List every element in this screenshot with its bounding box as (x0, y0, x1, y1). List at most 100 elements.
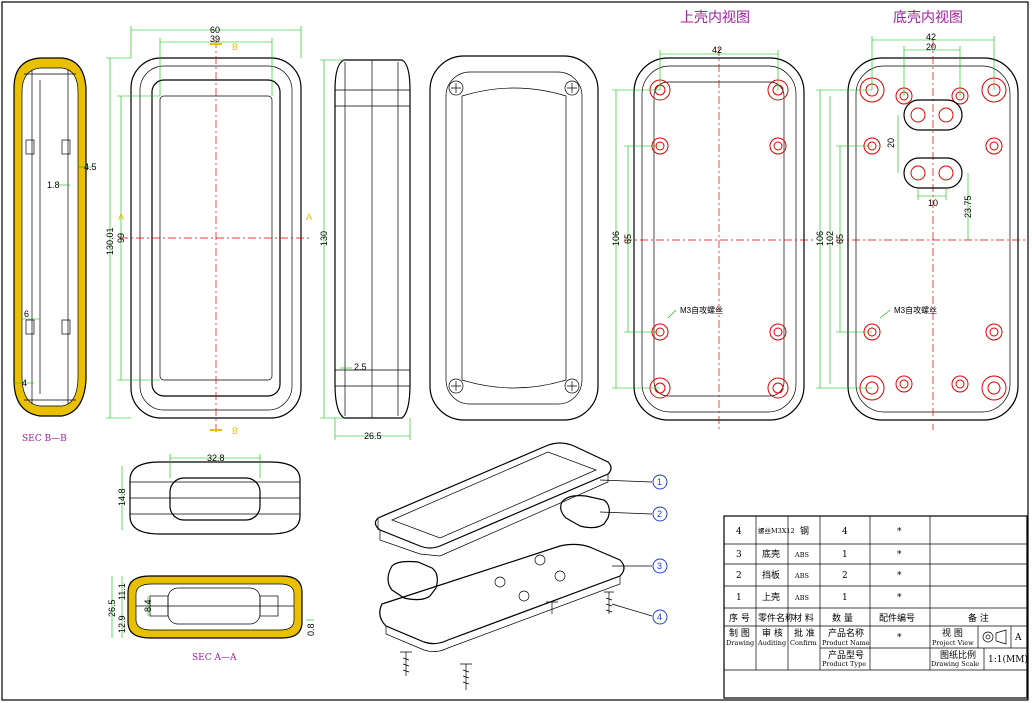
header-drawing-no: 配件编号 (879, 612, 915, 624)
auditing-label: 审 核 (762, 627, 783, 639)
svg-text:上壳: 上壳 (762, 591, 780, 603)
callout-3: 3 (652, 558, 668, 574)
section-mark-a-left: A (118, 212, 124, 222)
section-mark-a-right: A (306, 212, 312, 222)
svg-text:4: 4 (736, 527, 742, 537)
confirm-label-en: Confirm (790, 639, 817, 647)
svg-text:1: 1 (736, 593, 742, 603)
dim-bottom-20-vertical: 20 (886, 138, 896, 148)
top-screw-note: M3自攻螺丝 (680, 305, 723, 315)
dim-aa-11-1: 11.1 (117, 583, 127, 600)
section-mark-b-bottom: B (232, 426, 238, 436)
side-view: 130 26.5 2.5 (319, 59, 411, 441)
view-label-en: Project View (932, 639, 974, 647)
section-a-a-label: SEC A—A (192, 653, 237, 663)
dim-4-5: 4.5 (84, 162, 97, 172)
dim-39: 39 (210, 34, 220, 44)
drawing-label: 制 图 (729, 627, 750, 639)
bottom-shell-inner-view: 42 20 20 10 23.75 106 102 65 M3自攻螺丝 (815, 32, 1026, 430)
dim-2-5: 2.5 (354, 362, 367, 372)
bottom-inner-view-title: 底壳内视图 (893, 9, 963, 26)
header-name: 零件名称 (758, 612, 794, 624)
svg-text:*: * (897, 527, 902, 537)
dim-bottom-23-75: 23.75 (963, 195, 973, 218)
svg-text:挡板: 挡板 (762, 569, 780, 581)
scale-label: 图纸比例 (940, 649, 976, 661)
scale-value: 1:1(MM) (988, 654, 1028, 665)
callout-2: 2 (652, 506, 668, 522)
svg-text:1: 1 (842, 550, 848, 560)
svg-text:ABS: ABS (794, 572, 809, 580)
dim-top-106: 106 (611, 231, 621, 246)
back-view (429, 55, 599, 421)
bottom-boss-10 (981, 375, 1007, 401)
svg-text:ABS: ABS (794, 594, 809, 602)
svg-text:4: 4 (657, 612, 662, 622)
section-b-b-view: 4.5 1.8 6 4 SEC B—B (13, 57, 97, 444)
title-block: 4 螺丝M3X12 钢 4 * 3 底壳 ABS 1 * 2 挡板 ABS 2 … (723, 515, 1028, 699)
dim-130: 130 (319, 231, 329, 246)
dim-1-8: 1.8 (47, 180, 60, 190)
dim-aa-12-9: 12.9 (117, 615, 127, 633)
header-no: 序 号 (729, 612, 750, 624)
bottom-boss-6 (985, 137, 1003, 155)
svg-text:3: 3 (657, 561, 662, 571)
dim-aa-26-5: 26.5 (107, 599, 117, 617)
dim-top-65: 65 (623, 234, 633, 244)
svg-text:1: 1 (842, 593, 848, 603)
bottom-boss-11 (895, 375, 913, 393)
dim-bottom-20: 20 (926, 42, 936, 52)
svg-text:*: * (897, 571, 902, 581)
product-type-label: 产品型号 (828, 649, 864, 661)
end-view: 32.8 14.8 (117, 453, 301, 535)
front-view: 60 39 130.01 99 B B A A (105, 25, 312, 436)
dim-99: 99 (116, 233, 126, 243)
drawing-label-en: Drawing (726, 639, 754, 647)
dim-32-8: 32.8 (207, 453, 225, 463)
callout-1: 1 (652, 474, 668, 490)
dim-60: 60 (210, 25, 220, 35)
svg-text:*: * (897, 593, 902, 603)
svg-text:ABS: ABS (794, 551, 809, 559)
auditing-label-en: Auditing (757, 639, 786, 647)
dim-130-01: 130.01 (105, 227, 115, 255)
top-boss-4 (769, 137, 787, 155)
dim-aa-0-8: 0.8 (306, 623, 316, 636)
exploded-assembly-view: 1 2 3 4 (374, 442, 668, 690)
top-boss-8 (767, 377, 789, 399)
dim-aa-8-4: 8.4 (143, 599, 153, 612)
bottom-screw-note: M3自攻螺丝 (894, 305, 937, 315)
confirm-label: 批 准 (794, 627, 815, 639)
parts-row-1: 1 上壳 ABS 1 * (736, 591, 902, 603)
top-shell-inner-view: 42 106 65 M3自攻螺丝 (611, 45, 814, 430)
top-boss-6 (769, 323, 787, 341)
callout-4: 4 (652, 609, 668, 625)
svg-text:*: * (897, 550, 902, 560)
header-remark: 备 注 (968, 612, 989, 624)
dim-4: 4 (22, 378, 27, 388)
dim-bottom-102: 102 (825, 231, 835, 246)
product-type-label-en: Product Type (822, 660, 866, 668)
dim-6: 6 (24, 309, 29, 319)
product-name-value: * (897, 633, 902, 643)
parts-row-3: 3 底壳 ABS 1 * (736, 548, 902, 560)
svg-text:螺丝M3X12: 螺丝M3X12 (758, 526, 795, 535)
section-mark-b-top: B (232, 42, 238, 52)
svg-text:2: 2 (842, 571, 848, 581)
view-label: 视 图 (942, 627, 963, 639)
dim-26-5: 26.5 (364, 431, 382, 441)
dim-bottom-106: 106 (815, 231, 825, 246)
dim-14-8: 14.8 (117, 488, 127, 506)
bottom-boss-8 (985, 323, 1003, 341)
dim-bottom-10: 10 (928, 198, 938, 208)
product-name-label: 产品名称 (828, 627, 864, 639)
top-inner-view-title: 上壳内视图 (680, 9, 750, 26)
dim-bottom-65: 65 (835, 234, 845, 244)
parts-row-2: 2 挡板 ABS 2 * (736, 569, 902, 581)
section-a-a-view: 26.5 11.1 12.9 8.4 0.8 SEC A—A (107, 575, 316, 663)
dim-top-42: 42 (712, 45, 722, 55)
svg-text:4: 4 (842, 527, 848, 537)
svg-text:2: 2 (736, 571, 742, 581)
dim-bottom-42: 42 (926, 32, 936, 42)
